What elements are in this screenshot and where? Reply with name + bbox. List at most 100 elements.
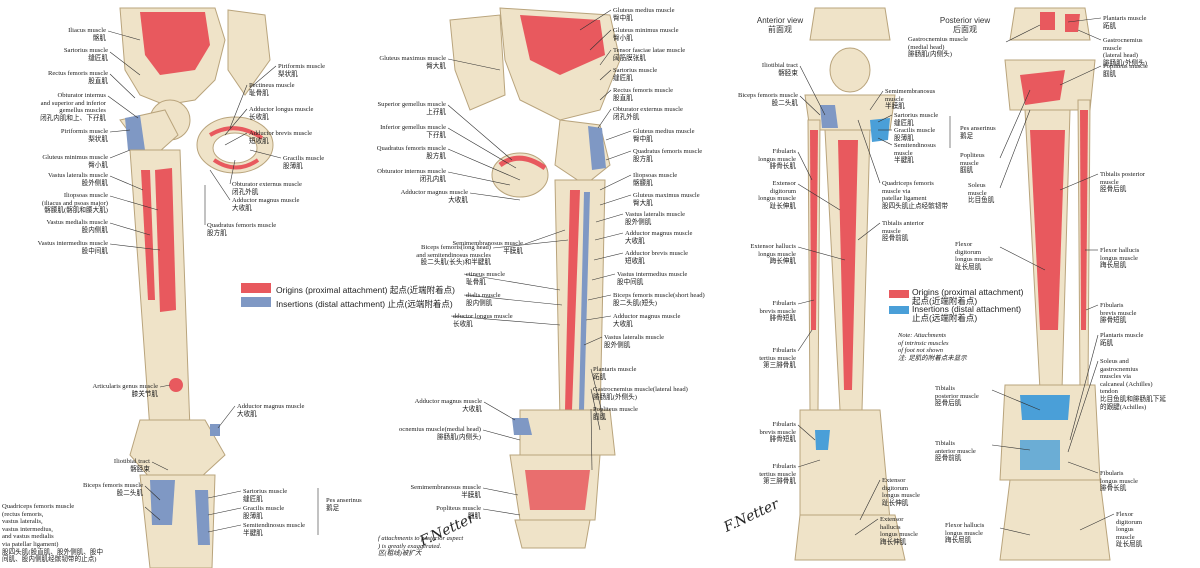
panel1-leader-5 xyxy=(109,149,131,159)
panel2-label-24: Obturator internus muscle 闭孔内肌 xyxy=(377,168,446,183)
panel2-label-25: Adductor magnus muscle 大收肌 xyxy=(400,189,468,204)
legend2-insertion-swatch xyxy=(889,306,909,314)
posterior-view-heading: Posterior view 后面观 xyxy=(939,16,991,34)
panel1-label-25: Semitendinosus muscle 半腱肌 xyxy=(243,522,306,537)
panel1-leader-22 xyxy=(217,405,236,429)
panel2-label-31: Adductor magnus muscle 大收肌 xyxy=(414,398,482,413)
panel1-leader-16 xyxy=(224,108,248,136)
panel4-label-9: Popliteus muscle 腘肌 xyxy=(1103,63,1148,78)
panel3-leader-3 xyxy=(797,183,841,211)
panel1-label-8: Vastus medialis muscle 股内侧肌 xyxy=(46,219,108,234)
panel1-leader-4 xyxy=(109,129,131,133)
panel1-label-12: Biceps femoris muscle 股二头肌 xyxy=(82,482,143,497)
panel1-label-3: Obturator internus and superior and infe… xyxy=(40,92,106,122)
panel2-label-15: Adductor magnus muscle 大收肌 xyxy=(613,313,681,328)
panel2-leader-33 xyxy=(482,487,519,496)
panel2-leader-2 xyxy=(599,49,612,66)
panel2-label-8: Iliopsoas muscle 髂腰肌 xyxy=(633,172,678,187)
panel1-label-11: Iliotibial tract 髂胫束 xyxy=(113,458,150,473)
legend2-insertions-label: Insertions (distal attachment) 止点(远端附着点) xyxy=(912,304,1022,323)
panel2-leader-32 xyxy=(482,429,521,441)
panel3-leader-17 xyxy=(854,518,879,536)
panel2-label-29: dialis muscle 股内侧肌 xyxy=(466,292,501,307)
panel4-label-16: Flexor digitorum longus muscle 趾长屈肌 xyxy=(1116,511,1143,549)
panel3-label-13: Pes anserinus 鹅足 xyxy=(960,125,996,140)
panel4-leader-13 xyxy=(1069,334,1099,441)
panel1-leader-7 xyxy=(109,195,159,211)
panel2-leader-18 xyxy=(590,388,601,431)
panel2-leader-22 xyxy=(447,127,517,169)
panel4-leader-15 xyxy=(1067,461,1099,474)
panel3-label-16: Extensor digitorum longus muscle 趾长伸肌 xyxy=(882,477,920,507)
panel2-label-16: Vastus lateralis muscle 股外侧肌 xyxy=(604,334,665,349)
legend1-insertion-swatch xyxy=(241,297,271,307)
panel2-label-21: Superior gemellus muscle 上孖肌 xyxy=(377,101,447,116)
panel2-leader-15 xyxy=(585,315,612,321)
panel3-label-6: Fibularis tertius muscle 第三腓骨肌 xyxy=(759,347,796,370)
panel1-label-1: Sartorius muscle 缝匠肌 xyxy=(63,47,108,62)
panel2-leader-28 xyxy=(463,273,561,291)
panel3-leader-10 xyxy=(877,114,893,123)
panel3-leader-9 xyxy=(869,90,884,111)
panel2-leader-19 xyxy=(590,408,593,471)
panel4-leader-16 xyxy=(1079,513,1115,531)
panel4-leader-10 xyxy=(1059,173,1099,191)
panel3-leader-4 xyxy=(797,246,846,261)
panel1-art xyxy=(119,7,274,568)
panel1-leader-0 xyxy=(107,30,141,41)
panel2-leader-23 xyxy=(447,148,521,181)
legend2-origin-swatch xyxy=(889,290,909,298)
panel1-leader-23 xyxy=(207,490,242,499)
panel3-label-8: Fibularis tertius muscle 第三腓骨肌 xyxy=(759,463,796,486)
panel3-label-11: Gracilis muscle 股薄肌 xyxy=(894,127,936,142)
legend1-insertions-label: Insertions (distal attachment) 止点(远端附着点) xyxy=(276,299,453,309)
panel2-label-2: Tensor fasciae latae muscle 阔筋膜张肌 xyxy=(613,47,686,62)
panel3-leader-1 xyxy=(799,95,821,116)
panel1-label-23: Sartorius muscle 缝匠肌 xyxy=(243,488,288,503)
panel4-intrinsic-note: Note: Attachments of intrinsic muscles o… xyxy=(898,332,967,362)
panel3-art xyxy=(794,7,906,561)
panel1-leader-2 xyxy=(109,73,136,99)
legend1-origins-label: Origins (proximal attachment) 起点(近端附着点) xyxy=(276,285,456,295)
panel4-leader-8 xyxy=(1077,29,1102,41)
panel2-leader-17 xyxy=(590,368,605,421)
panel1-leader-14 xyxy=(249,65,277,89)
panel2-label-28: ctineus muscle 耻骨肌 xyxy=(466,271,506,286)
panel2-label-7: Quadratus femoris muscle 股方肌 xyxy=(633,148,703,163)
panel1-leader-8 xyxy=(109,222,151,236)
panel2-leader-27 xyxy=(524,229,566,245)
panel2-label-23: Quadratus femoris muscle 股方肌 xyxy=(376,145,446,160)
panel3-leader-8 xyxy=(797,459,821,468)
panel2-leader-12 xyxy=(593,252,624,261)
panel2-label-13: Vastus intermedius muscle 股中间肌 xyxy=(617,271,688,286)
panel1-label-5: Gluteus minimus muscle 臀小肌 xyxy=(42,154,108,169)
panel3-leader-16 xyxy=(859,479,881,521)
panel2-label-22: Inferior gemellus muscle 下孖肌 xyxy=(380,124,446,139)
panel1-leader-6 xyxy=(109,175,144,191)
panel4-art xyxy=(999,7,1111,561)
panel2-leader-26 xyxy=(492,239,569,249)
panel4-leader-7 xyxy=(1067,17,1102,23)
panel2-leader-34 xyxy=(482,508,521,516)
panel3-leader-15 xyxy=(857,222,881,241)
panel3-label-14: Quadriceps femoris muscle via patellar l… xyxy=(882,180,948,210)
panel4-label-5: Tibialis anterior muscle 胫骨前肌 xyxy=(935,440,976,463)
panel3-label-2: Fibularis longus muscle 腓骨长肌 xyxy=(758,148,796,171)
panel2-label-10: Vastus lateralis muscle 股外侧肌 xyxy=(625,211,686,226)
panel2-leader-11 xyxy=(594,232,624,241)
panel2-label-17: Plantaris muscle 跖肌 xyxy=(593,366,637,381)
panel3-leader-6 xyxy=(797,329,813,352)
panel2-leader-5 xyxy=(597,108,612,129)
panel1-label-18: Gracilis muscle 股薄肌 xyxy=(283,155,325,170)
panel1-label-7: Iliopsoas muscle (iliacus and psoas majo… xyxy=(41,192,108,215)
leader-lines xyxy=(107,9,1115,536)
panel2-exaggeration-note: f attachments to posterior aspect ) is g… xyxy=(378,535,464,558)
panel3-label-12: Semitendinosus muscle 半腱肌 xyxy=(894,142,936,165)
panel2-leader-14 xyxy=(587,294,612,301)
panel2-label-4: Rectus femoris muscle 股直肌 xyxy=(613,87,674,102)
panel2-label-20: Gluteus maximus muscle 臀大肌 xyxy=(379,55,446,70)
panel3-leader-12 xyxy=(877,137,893,146)
panel1-leader-9 xyxy=(109,243,161,251)
panel2-label-30: dductor longus muscle 长收肌 xyxy=(453,313,513,328)
panel2-label-9: Gluteus maximus muscle 臀大肌 xyxy=(633,192,700,207)
